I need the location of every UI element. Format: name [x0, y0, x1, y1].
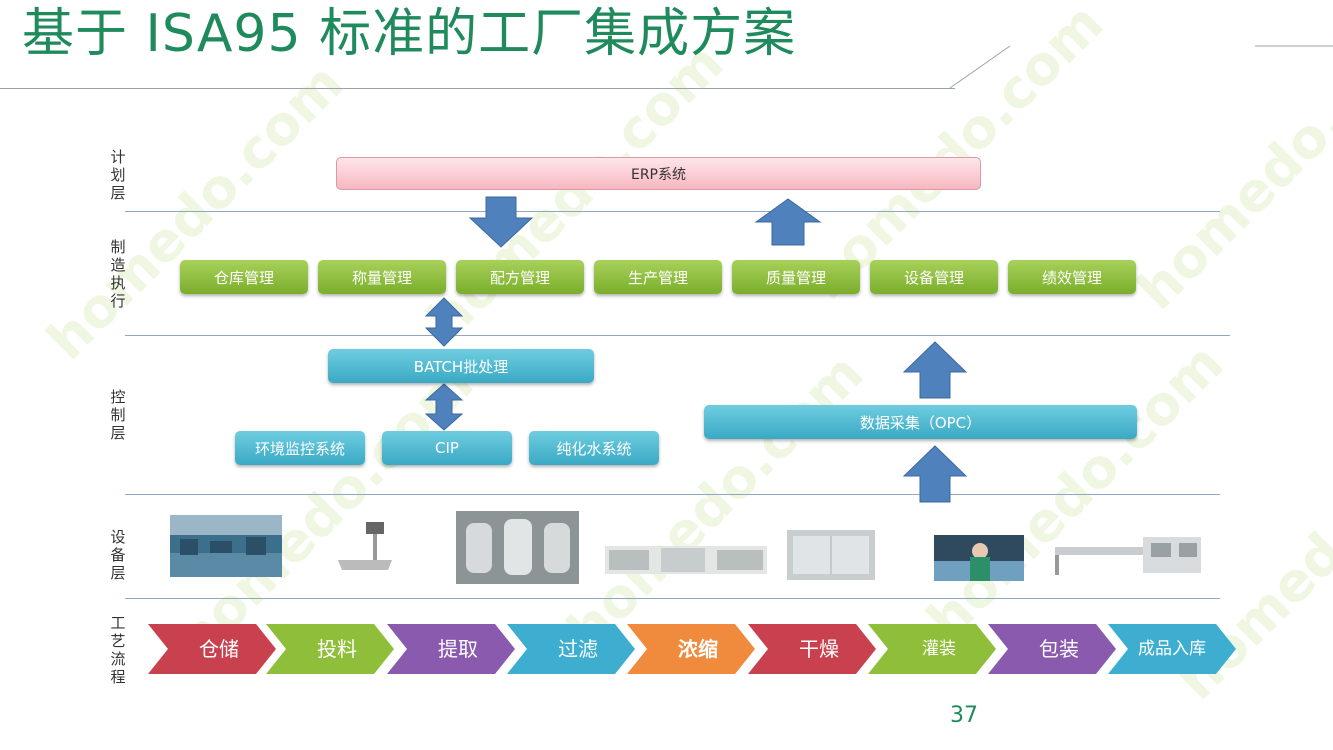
mes-module-quality: 质量管理: [732, 260, 860, 294]
process-step-label: 提取: [438, 637, 478, 661]
mes-module-weighing: 称量管理: [318, 260, 446, 294]
packaging-machine-photo: [1055, 537, 1201, 575]
layer-label-process: 工艺流程: [110, 614, 126, 686]
batch-processing-box: BATCH批处理: [328, 349, 594, 383]
layer-label-control: 控制层: [110, 388, 126, 442]
chevron-filtration: [507, 624, 635, 674]
arrow-up-icon: [754, 198, 822, 246]
process-step-label: 干燥: [799, 637, 839, 661]
warehouse-photo: [170, 515, 282, 577]
weighing-scale-photo: [338, 522, 392, 570]
chevron-filling: [868, 624, 996, 674]
mes-module-production: 生产管理: [594, 260, 722, 294]
chevron-warehousing: [1108, 624, 1236, 674]
layer-divider: [125, 211, 1220, 212]
filling-operator-photo: [934, 535, 1024, 581]
chevron-packaging: [988, 624, 1116, 674]
layer-divider: [125, 494, 1220, 495]
process-step-label: 过滤: [558, 637, 598, 661]
layer-label-equipment: 设备层: [110, 528, 126, 582]
process-step-label: 浓缩: [678, 637, 718, 661]
arrow-up-icon: [902, 341, 968, 399]
extraction-tanks-photo: [456, 511, 579, 584]
dryer-photo: [787, 530, 875, 580]
mes-module-warehouse: 仓库管理: [180, 260, 308, 294]
cip-box: CIP: [382, 431, 512, 465]
arrow-down-icon: [468, 196, 534, 248]
mes-module-equipment: 设备管理: [870, 260, 998, 294]
purified-water-box: 纯化水系统: [529, 431, 659, 465]
process-step-label: 包装: [1039, 637, 1079, 661]
chevron-drying: [748, 624, 876, 674]
chevron-concentration: [627, 624, 755, 674]
page-title: 基于 ISA95 标准的工厂集成方案: [22, 4, 797, 64]
process-step-label: 仓储: [199, 637, 239, 661]
chevron-feeding: [266, 624, 394, 674]
mes-module-performance: 绩效管理: [1008, 260, 1136, 294]
process-step-label: 成品入库: [1138, 639, 1206, 659]
erp-system-box: ERP系统: [336, 157, 981, 190]
chevron-extraction: [387, 624, 515, 674]
layer-divider: [125, 598, 1220, 599]
mes-module-recipe: 配方管理: [456, 260, 584, 294]
double-arrow-icon: [424, 383, 464, 431]
page-number: 37: [950, 703, 978, 728]
process-step-label: 灌装: [922, 639, 956, 659]
arrow-up-icon: [902, 445, 968, 503]
layer-divider: [125, 335, 1230, 336]
environment-monitoring-box: 环境监控系统: [235, 431, 365, 465]
chevron-storage: [148, 624, 276, 674]
process-step-label: 投料: [317, 637, 357, 661]
title-decoration: [950, 45, 1333, 89]
layer-label-plan: 计划层: [110, 148, 126, 202]
opc-data-acquisition-box: 数据采集（OPC）: [704, 405, 1137, 439]
title-underline: [0, 88, 955, 89]
filtration-line-photo: [605, 546, 767, 574]
double-arrow-icon: [424, 297, 464, 347]
layer-label-mes: 制造执行: [110, 238, 126, 310]
